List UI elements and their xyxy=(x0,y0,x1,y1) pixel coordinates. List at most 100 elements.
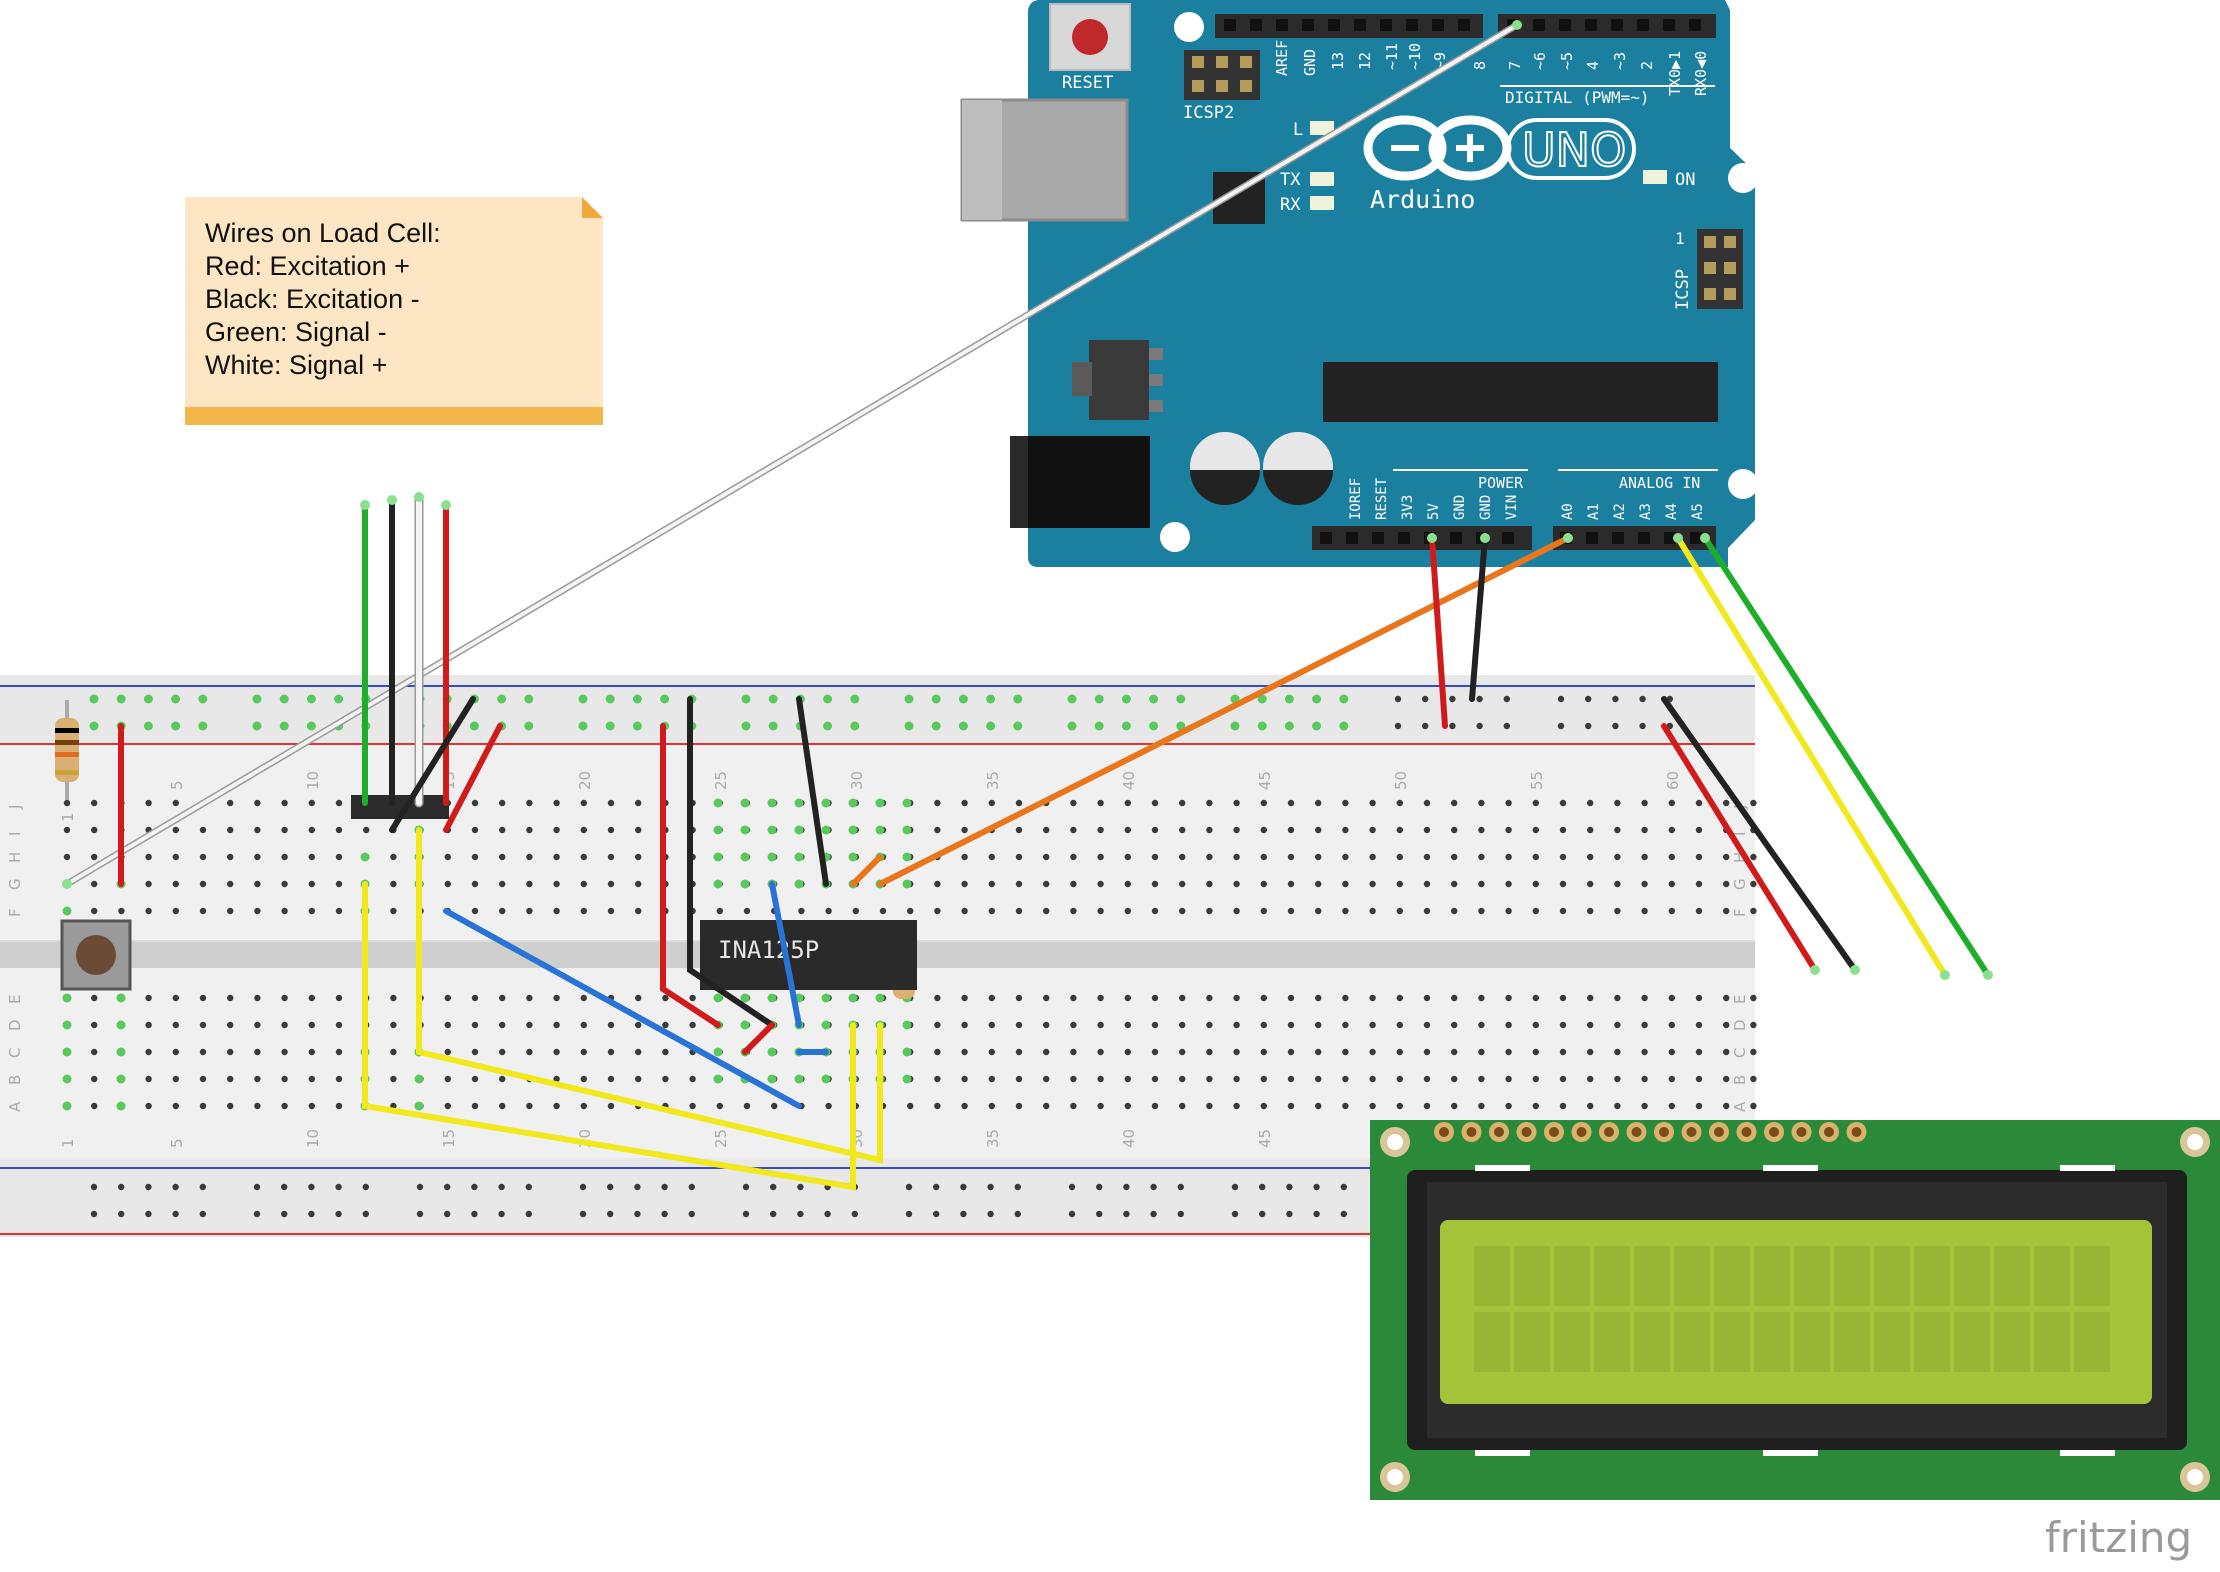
rail-hole xyxy=(742,1210,750,1218)
breadboard-hole xyxy=(961,799,968,807)
breadboard-hole xyxy=(471,880,479,888)
breadboard-hole xyxy=(1315,799,1322,807)
column-number: 1 xyxy=(59,1138,77,1148)
breadboard-hole xyxy=(1641,1021,1648,1029)
connected-rail-hole xyxy=(1339,694,1349,704)
rail-hole xyxy=(281,1210,288,1218)
breadboard-hole xyxy=(1532,853,1540,861)
breadboard-hole xyxy=(444,853,451,861)
column-number: 40 xyxy=(1120,1129,1138,1148)
breadboard-hole xyxy=(1750,1102,1757,1110)
breadboard-hole xyxy=(254,994,261,1002)
breadboard-hole xyxy=(1070,1048,1077,1056)
breadboard-hole xyxy=(1015,826,1023,834)
breadboard-hole xyxy=(145,1102,152,1110)
connected-rail-hole xyxy=(605,721,615,731)
rail-hole xyxy=(525,1183,532,1191)
breadboard-hole xyxy=(1695,853,1703,861)
connected-rail-hole xyxy=(823,694,833,704)
pin-socket xyxy=(1224,19,1236,31)
breadboard-hole xyxy=(635,907,642,915)
breadboard-hole xyxy=(1723,880,1730,888)
breadboard-hole xyxy=(580,826,587,834)
breadboard-hole xyxy=(907,907,914,915)
wire-blue xyxy=(769,881,802,1028)
breadboard-hole xyxy=(281,799,288,807)
breadboard-hole xyxy=(172,1075,179,1083)
breadboard-hole xyxy=(1423,1048,1431,1056)
rail-hole xyxy=(1313,1183,1320,1191)
breadboard-hole xyxy=(1287,994,1295,1002)
breadboard-hole xyxy=(1641,1048,1648,1056)
breadboard-hole xyxy=(1423,1075,1431,1083)
breadboard-hole xyxy=(1287,1048,1295,1056)
rail-hole xyxy=(1231,1210,1239,1218)
lcd-cell xyxy=(1514,1312,1550,1372)
digital-pin-label: 4 xyxy=(1584,61,1602,70)
column-number: 25 xyxy=(712,771,730,790)
connected-hole xyxy=(767,993,777,1003)
column-number: 50 xyxy=(1392,771,1410,790)
wire-end xyxy=(1512,20,1522,30)
connected-rail-hole xyxy=(89,721,99,731)
digital-header-right xyxy=(1498,14,1716,38)
breadboard-hole xyxy=(988,907,995,915)
connected-rail-hole xyxy=(524,721,534,731)
breadboard-hole xyxy=(607,907,615,915)
note-corner-fold xyxy=(582,197,603,218)
breadboard-hole xyxy=(607,853,615,861)
connected-rail-hole xyxy=(660,694,670,704)
led-tx xyxy=(1310,172,1334,186)
rail-hole xyxy=(770,1210,777,1218)
rail-hole xyxy=(90,1183,98,1191)
breadboard-hole xyxy=(1587,907,1594,915)
breadboard-hole xyxy=(1043,907,1050,915)
rail-hole xyxy=(498,1183,505,1191)
breadboard-hole xyxy=(1614,1102,1621,1110)
connected-hole xyxy=(116,1020,126,1030)
pin-socket xyxy=(1432,19,1444,31)
breadboard-hole xyxy=(607,799,615,807)
breadboard-hole xyxy=(1396,907,1404,915)
breadboard-hole xyxy=(1614,907,1621,915)
breadboard-hole xyxy=(1505,826,1512,834)
breadboard-hole xyxy=(281,1021,288,1029)
breadboard-hole xyxy=(444,994,451,1002)
breadboard-hole xyxy=(1070,853,1077,861)
lcd-pin-hole xyxy=(1521,1127,1532,1137)
breadboard-hole xyxy=(1260,1021,1268,1029)
breadboard-hole xyxy=(335,994,343,1002)
connected-hole xyxy=(848,825,858,835)
lcd-cell xyxy=(2074,1312,2110,1372)
connected-hole xyxy=(360,852,370,862)
breadboard-hole xyxy=(1369,853,1376,861)
lcd-cell xyxy=(1834,1246,1870,1306)
wire-end xyxy=(1563,533,1573,543)
breadboard-hole xyxy=(1124,1048,1132,1056)
column-number: 10 xyxy=(304,1129,322,1148)
breadboard-hole xyxy=(1396,880,1404,888)
breadboard-hole xyxy=(1124,826,1132,834)
breadboard-hole xyxy=(1695,1021,1703,1029)
breadboard-hole xyxy=(1559,1102,1567,1110)
breadboard-hole xyxy=(988,1021,995,1029)
row-letter: E xyxy=(1731,995,1749,1004)
breadboard-hole xyxy=(1423,853,1431,861)
connected-hole xyxy=(62,1020,72,1030)
breadboard-hole xyxy=(1151,799,1159,807)
pin-socket xyxy=(1559,19,1571,31)
analog-pin-label: A4 xyxy=(1664,503,1680,520)
breadboard-hole xyxy=(1206,1102,1213,1110)
pin-socket xyxy=(1380,19,1392,31)
connected-hole xyxy=(62,1074,72,1084)
row-letter: B xyxy=(6,1075,24,1085)
lcd-cell xyxy=(1994,1312,2030,1372)
breadboard-hole xyxy=(607,1021,615,1029)
breadboard-hole xyxy=(227,826,234,834)
connected-hole xyxy=(713,1047,723,1057)
breadboard-hole xyxy=(553,880,560,888)
breadboard-hole xyxy=(1668,1102,1676,1110)
breadboard-hole xyxy=(1641,994,1648,1002)
connected-rail-hole xyxy=(1013,721,1023,731)
